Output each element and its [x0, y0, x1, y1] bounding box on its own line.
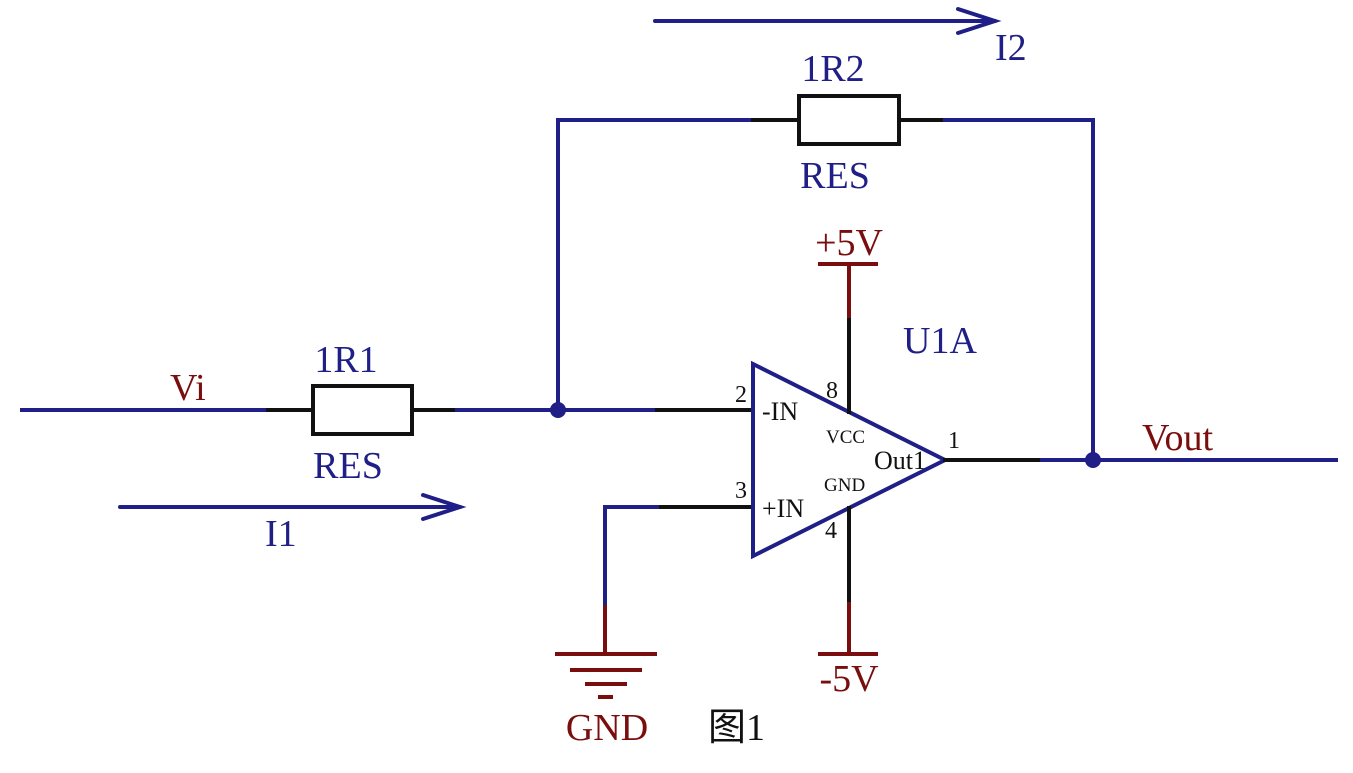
- ground-symbol-icon: [555, 605, 657, 699]
- opamp-designator: U1A: [903, 320, 977, 362]
- pin-number-out: 1: [948, 428, 960, 454]
- net-label-vee: -5V: [819, 658, 879, 700]
- arrow-right-icon-i1: [118, 493, 467, 521]
- ground-wire: [603, 505, 659, 609]
- figure-caption: 图1: [708, 707, 765, 749]
- net-label-vi: Vi: [170, 367, 206, 409]
- current-label-i2: I2: [995, 27, 1027, 69]
- net-label-vout: Vout: [1142, 417, 1214, 459]
- pin-name-gnd: GND: [824, 475, 865, 496]
- resistor-r1: [311, 384, 414, 436]
- pin-name-inv: -IN: [762, 397, 798, 426]
- pin-name-vcc: VCC: [826, 427, 865, 448]
- feedback-wire-right: [943, 118, 1095, 462]
- junction-summing-node: [550, 402, 566, 418]
- r2-designator: 1R2: [801, 48, 864, 90]
- pin-number-vcc: 8: [826, 378, 838, 404]
- r2-type: RES: [800, 155, 870, 197]
- pin-name-noninv: +IN: [762, 494, 804, 523]
- resistor-r2: [797, 94, 901, 146]
- arrow-right-icon-i2: [653, 7, 1002, 35]
- net-label-gnd: GND: [566, 707, 648, 749]
- pin-number-gnd: 4: [825, 518, 837, 544]
- r1-designator: 1R1: [314, 339, 377, 381]
- junction-output-node: [1085, 452, 1101, 468]
- r1-type: RES: [313, 445, 383, 487]
- current-label-i1: I1: [265, 513, 297, 555]
- net-label-vcc: +5V: [815, 222, 883, 264]
- pin-number-noninv: 3: [735, 478, 747, 504]
- pin-name-out: Out1: [874, 446, 926, 475]
- feedback-wire-left: [556, 118, 755, 412]
- pin-number-inv: 2: [735, 382, 747, 408]
